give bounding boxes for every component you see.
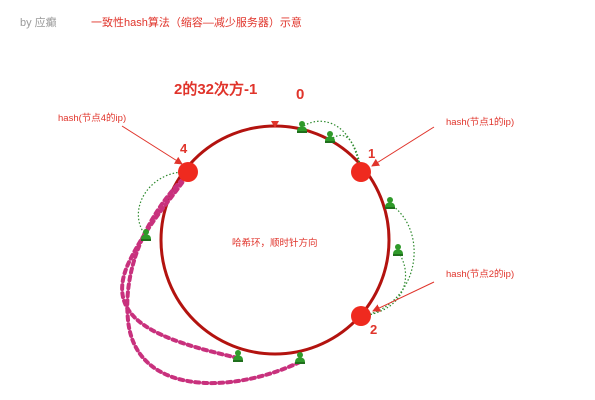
- client-user-icon: [393, 244, 403, 256]
- client-user-icon: [385, 197, 395, 209]
- green-link-client-d: [361, 251, 407, 317]
- green-link-client-e: [137, 171, 189, 237]
- node-2: [351, 306, 371, 326]
- annotation-node-2: hash(节点2的ip): [446, 268, 514, 280]
- annotation-arrow-node-2: [372, 281, 435, 312]
- magenta-link-client-g: [125, 172, 302, 385]
- annotation-arrow-node-1: [371, 126, 435, 167]
- diagram-title: 一致性hash算法（缩容—减少服务器）示意: [91, 17, 302, 29]
- author-label: by 应癫: [20, 17, 57, 29]
- client-user-icon: [295, 352, 305, 364]
- ring-center-label: 哈希环，顺时针方向: [232, 237, 318, 249]
- magenta-link-client-f: [120, 172, 240, 360]
- node-label-4: 4: [180, 141, 188, 156]
- node-4: [178, 162, 198, 182]
- node-label-1: 1: [368, 146, 375, 161]
- green-link-client-a: [303, 120, 361, 171]
- annotation-node-1: hash(节点1的ip): [446, 116, 514, 128]
- node-label-2: 2: [370, 322, 377, 337]
- zero-marker-arrow-icon: [271, 121, 279, 128]
- annotation-node-4: hash(节点4的ip): [58, 112, 126, 124]
- zero-label: 0: [296, 86, 304, 103]
- annotation-arrow-node-4: [121, 125, 183, 165]
- node-1: [351, 162, 371, 182]
- ring-top-label: 2的32次方-1: [174, 80, 257, 98]
